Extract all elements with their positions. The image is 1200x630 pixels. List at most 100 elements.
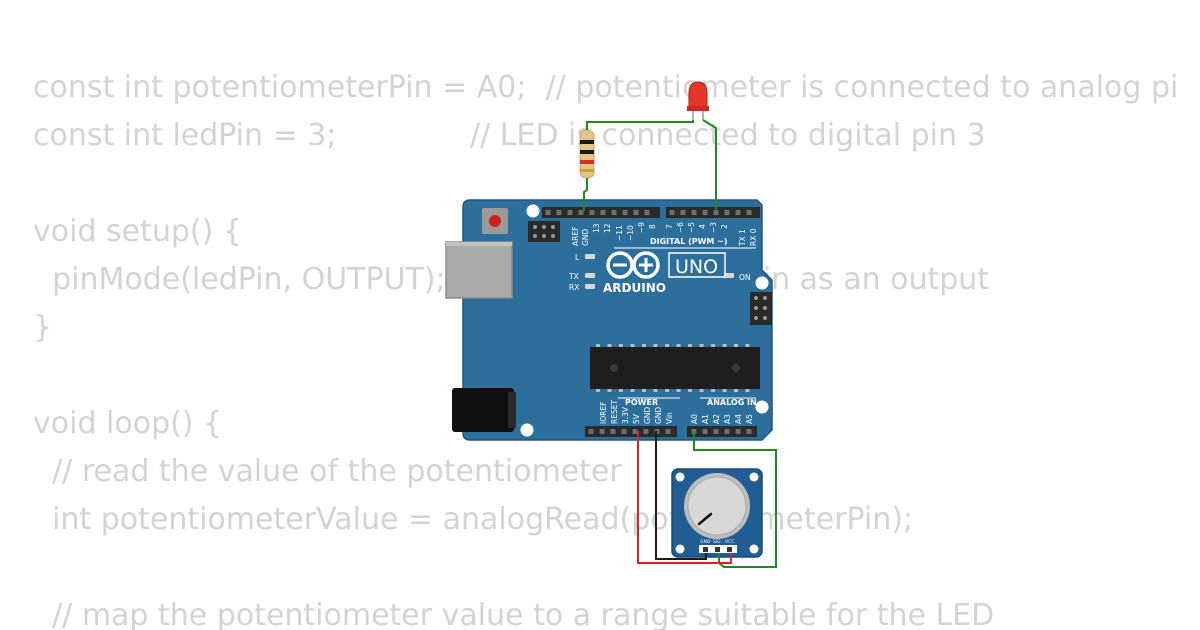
- pin-label: ~3: [709, 222, 718, 233]
- pin-label: ~6: [676, 222, 685, 233]
- chip-pin: [722, 344, 727, 347]
- pin-label: ~5: [687, 222, 696, 233]
- power-header: [585, 426, 677, 437]
- header-pin-hole[interactable]: [578, 210, 584, 215]
- code-line: }: [33, 310, 53, 345]
- chip-pin: [665, 344, 669, 347]
- header-pin-hole[interactable]: [611, 210, 617, 215]
- pin-label: ~9: [637, 222, 646, 233]
- header-pin-hole[interactable]: [588, 429, 594, 434]
- header-pin-hole[interactable]: [746, 210, 752, 215]
- code-line: // map the potentiometer value to a rang…: [33, 598, 995, 630]
- header-pin-hole[interactable]: [665, 429, 671, 434]
- led-rx-label: RX: [569, 283, 579, 292]
- header-pin-hole[interactable]: [610, 429, 616, 434]
- pin-label: GND: [643, 407, 652, 424]
- header-pin-hole[interactable]: [632, 429, 638, 434]
- digital-header-label: DIGITAL (PWM ~): [650, 237, 728, 246]
- chip-pin: [711, 344, 715, 347]
- red-led[interactable]: [687, 81, 709, 120]
- chip-pin: [630, 344, 635, 347]
- pot-pin-label: VCC: [725, 539, 734, 545]
- code-line: void loop() {: [33, 406, 223, 441]
- pin-label: A4: [734, 414, 743, 424]
- header-pin-hole[interactable]: [622, 210, 628, 215]
- header-pin-hole[interactable]: [713, 210, 719, 215]
- chip-pin: [699, 389, 704, 392]
- led-tx-indicator: [585, 273, 595, 278]
- pin-label: GND: [654, 407, 663, 424]
- wire-gnd-to-gnd[interactable]: [655, 431, 707, 560]
- pin-label: A2: [712, 414, 721, 424]
- icsp-header-2: [750, 292, 772, 325]
- chip-pin: [607, 389, 612, 392]
- header-pin-hole[interactable]: [643, 429, 649, 434]
- power-header-label: POWER: [625, 398, 658, 407]
- header-pin-hole[interactable]: [735, 429, 741, 434]
- header-pin-hole[interactable]: [599, 429, 605, 434]
- uno-model: UNO: [675, 256, 718, 278]
- header-pin-hole[interactable]: [691, 210, 697, 215]
- led-l-label: L: [575, 253, 580, 262]
- header-pin-hole[interactable]: [567, 210, 573, 215]
- wire-led-to-resistor[interactable]: [586, 120, 694, 130]
- chip-pin: [665, 389, 669, 392]
- header-pin-hole[interactable]: [644, 210, 650, 215]
- atmega-chip: [590, 344, 760, 392]
- arduino-logo: [606, 251, 660, 279]
- digital-pin-labels: AREF GND 13 12 ~11 ~10 ~9 8 7 ~6 ~5 4 ~3…: [571, 222, 758, 247]
- potentiometer-knob[interactable]: [687, 476, 747, 536]
- header-pin-hole[interactable]: [724, 429, 730, 434]
- header-pin-hole[interactable]: [735, 210, 741, 215]
- header-pin-hole[interactable]: [600, 210, 606, 215]
- power-jack: [452, 388, 514, 432]
- chip-pin: [699, 344, 704, 347]
- code-line: void setup() {: [33, 214, 242, 249]
- header-pin-hole[interactable]: [680, 210, 686, 215]
- header-pin-hole[interactable]: [556, 210, 562, 215]
- mounting-hole: [755, 400, 769, 414]
- chip-pin: [676, 389, 681, 392]
- pin-label: 4: [698, 224, 707, 229]
- header-pin-hole[interactable]: [633, 210, 639, 215]
- pin-label: 7: [665, 224, 674, 229]
- header-pin-hole[interactable]: [713, 429, 719, 434]
- chip-pin: [653, 389, 658, 392]
- pin-label: ~11: [615, 225, 624, 241]
- header-pin-hole[interactable]: [589, 210, 595, 215]
- header-pin-hole[interactable]: [702, 210, 708, 215]
- header-pin-hole[interactable]: [702, 429, 708, 434]
- pin-label: 3.3V: [621, 406, 630, 424]
- wire-led-to-pin3[interactable]: [702, 119, 717, 211]
- chip-pin: [653, 344, 658, 347]
- header-pin-hole[interactable]: [746, 429, 752, 434]
- pin-label: IOREF: [599, 402, 608, 424]
- led-tx-label: TX: [568, 272, 579, 281]
- chip-pin: [734, 389, 738, 392]
- chip-pin: [642, 389, 646, 392]
- pin-label: Vin: [665, 412, 674, 424]
- chip-pin: [688, 344, 692, 347]
- header-pin-hole[interactable]: [724, 210, 730, 215]
- chip-pin: [596, 389, 600, 392]
- chip-pin: [596, 344, 600, 347]
- uno-badge: [668, 252, 726, 278]
- pin-label: AREF: [571, 227, 580, 246]
- chip-pin: [642, 344, 646, 347]
- resistor[interactable]: [579, 129, 595, 179]
- pin-label: A1: [701, 414, 710, 424]
- chip-pin: [745, 389, 750, 392]
- pin-label: TX 1: [738, 229, 747, 247]
- wire-resistor-to-gnd[interactable]: [583, 178, 588, 211]
- header-pin-hole[interactable]: [669, 210, 675, 215]
- header-pin-hole[interactable]: [621, 429, 627, 434]
- pin-label: A3: [723, 414, 732, 424]
- pin-label: 2: [720, 224, 729, 229]
- arduino-uno-board[interactable]: AREF GND 13 12 ~11 ~10 ~9 8 7 ~6 ~5 4 ~3…: [445, 199, 773, 441]
- wire-5v-to-vcc[interactable]: [637, 431, 732, 564]
- reset-button[interactable]: [482, 208, 508, 234]
- header-pin-hole[interactable]: [545, 210, 551, 215]
- potentiometer-module[interactable]: GND SIG VCC: [671, 468, 763, 558]
